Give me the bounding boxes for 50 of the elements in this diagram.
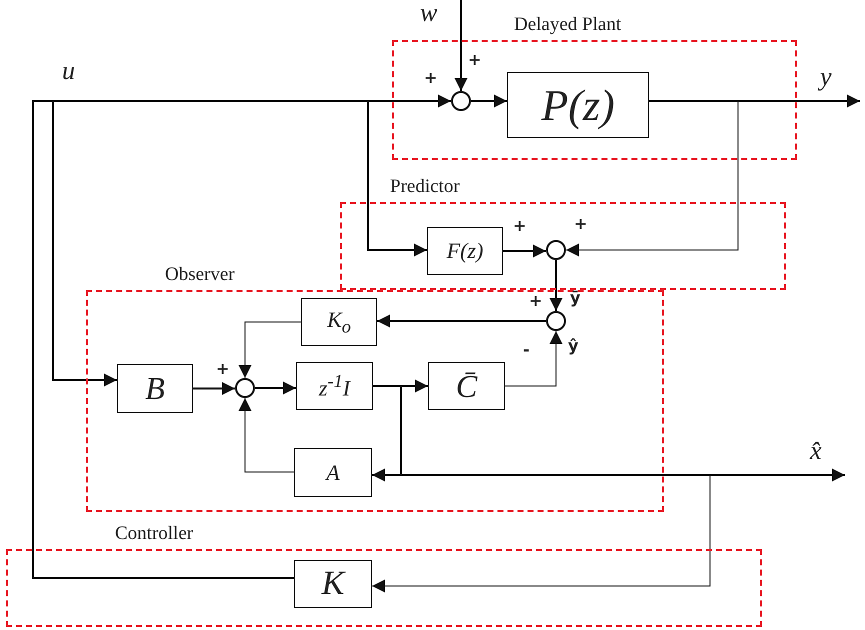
group-heading: Delayed Plant [514, 14, 622, 36]
signal-arrow [454, 0, 468, 91]
sign-label: ŷ [568, 338, 578, 354]
block-symbol: P(z) [541, 80, 615, 130]
sign-label: + [529, 293, 542, 309]
signal-label: u [62, 58, 75, 84]
signal-arrow [471, 94, 507, 108]
group-heading: Observer [165, 264, 235, 286]
block-symbol: A [326, 460, 340, 486]
sign-label: + [513, 218, 526, 234]
signal-arrow [503, 244, 546, 258]
transfer-block [427, 227, 503, 275]
signal-label: x̂ [810, 438, 822, 464]
signal-arrow [504, 330, 562, 386]
signal-arrow [649, 94, 860, 108]
sign-label: - [523, 342, 530, 358]
signal-label: y [820, 64, 832, 90]
group-heading: Predictor [390, 176, 460, 198]
block-symbol: z$^{-1}$I [318, 370, 350, 402]
summing-junction [546, 240, 566, 260]
transfer-block [117, 364, 193, 413]
block-symbol: B [145, 370, 165, 407]
sign-label: + [424, 70, 438, 86]
signal-label: w [420, 0, 438, 26]
signal-arrow [377, 314, 546, 328]
transfer-block [428, 362, 505, 410]
group-heading: Controller [115, 523, 194, 545]
summing-junction [546, 311, 566, 331]
transfer-block [507, 72, 649, 138]
signal-arrow [372, 386, 710, 592]
signal-arrow [566, 100, 738, 256]
transfer-block [294, 448, 372, 497]
signal-arrow [238, 398, 294, 472]
sign-label: + [216, 361, 230, 377]
summing-junction [235, 378, 255, 398]
block-symbol: K [322, 565, 344, 603]
signal-arrow [550, 260, 562, 311]
transfer-block [294, 560, 372, 608]
transfer-block [296, 362, 373, 410]
summing-junction [451, 91, 471, 111]
block-symbol: K$_{o}$ [327, 306, 351, 338]
signal-arrow [238, 322, 302, 378]
signal-arrow [193, 382, 235, 395]
block-symbol: F(z) [446, 238, 484, 264]
sign-label: ȳ [570, 290, 580, 306]
transfer-block [301, 298, 377, 346]
signal-arrow [255, 382, 296, 394]
sign-label: + [468, 52, 482, 68]
sign-label: + [574, 216, 588, 232]
block-symbol: C̄ [456, 368, 478, 404]
